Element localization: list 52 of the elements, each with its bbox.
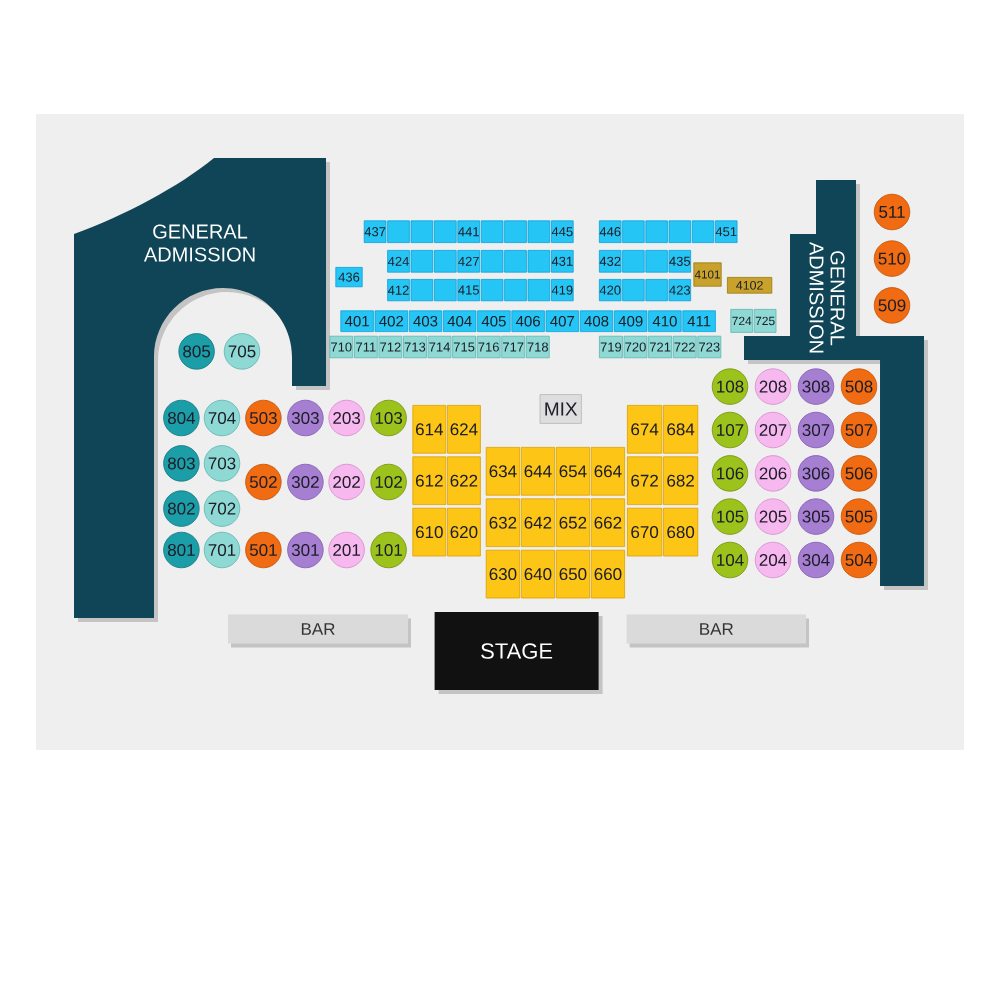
section-block: 614 xyxy=(412,405,447,454)
section-block: 640 xyxy=(520,549,555,599)
section-block: 622 xyxy=(447,456,481,505)
section-block: 652 xyxy=(555,498,590,547)
section-block: 684 xyxy=(663,405,699,454)
section-block: 612 xyxy=(412,456,447,505)
section-block xyxy=(504,220,527,243)
section-block xyxy=(527,279,551,302)
section-block xyxy=(480,250,504,273)
section-block xyxy=(645,279,668,302)
section-block xyxy=(480,220,504,243)
section-block xyxy=(434,279,457,302)
section-block: 672 xyxy=(627,456,663,505)
section-block: 660 xyxy=(590,549,625,599)
section-block xyxy=(645,250,668,273)
section-block xyxy=(504,250,527,273)
section-block xyxy=(410,250,434,273)
section-block xyxy=(527,250,551,273)
section-block xyxy=(387,220,410,243)
bar-area: BAR xyxy=(626,614,809,648)
stage: STAGE xyxy=(434,612,603,694)
section-block xyxy=(691,220,715,243)
section-block xyxy=(480,279,504,302)
mix-booth: MIX xyxy=(539,394,582,424)
section-block xyxy=(410,279,434,302)
section-block: 650 xyxy=(555,549,590,599)
section-block: 624 xyxy=(447,405,481,454)
section-block xyxy=(622,220,645,243)
section-block: 634 xyxy=(485,447,520,496)
section-block: 620 xyxy=(447,507,481,557)
section-block: 644 xyxy=(520,447,555,496)
section-block: 674 xyxy=(627,405,663,454)
section-block: 680 xyxy=(663,507,699,557)
section-block: 610 xyxy=(412,507,447,557)
section-block: 662 xyxy=(590,498,625,547)
section-block: 632 xyxy=(485,498,520,547)
section-block xyxy=(622,279,645,302)
section-block xyxy=(645,220,668,243)
section-block: 664 xyxy=(590,447,625,496)
section-block xyxy=(434,220,457,243)
section-block: 654 xyxy=(555,447,590,496)
section-block xyxy=(434,250,457,273)
section-block: 682 xyxy=(663,456,699,505)
section-block xyxy=(527,220,551,243)
bar-area: BAR xyxy=(228,614,411,648)
section-block xyxy=(504,279,527,302)
section-block: 670 xyxy=(627,507,663,557)
section-block xyxy=(410,220,434,243)
section-block xyxy=(668,220,691,243)
section-block: 630 xyxy=(485,549,520,599)
section-block: 642 xyxy=(520,498,555,547)
section-block xyxy=(622,250,645,273)
